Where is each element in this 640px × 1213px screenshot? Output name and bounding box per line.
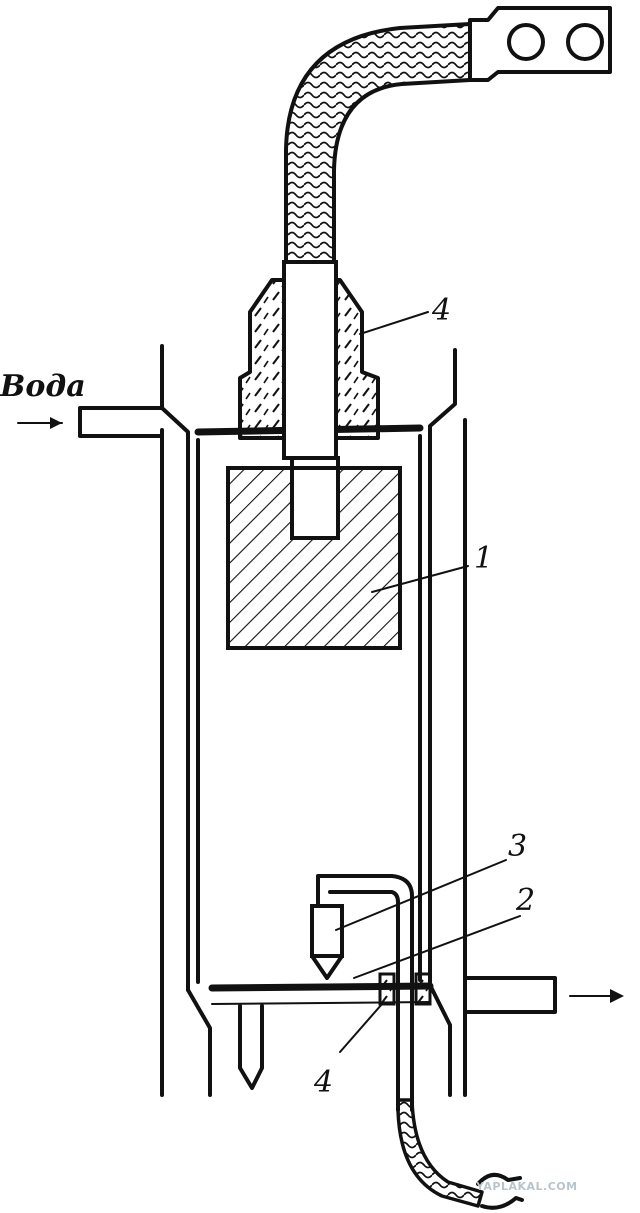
- rod-into-block: [290, 466, 340, 540]
- tip-electrode-body: [310, 904, 344, 958]
- label-inlet: Вода: [0, 369, 86, 404]
- leader-lines: [335, 311, 521, 1053]
- drain-stub: [238, 1004, 264, 1090]
- outlet-pipe: [463, 976, 557, 1014]
- top-terminal-lug: [468, 6, 612, 82]
- inlet-arrow: [17, 417, 63, 429]
- label-tip-electrode: 3: [508, 829, 527, 864]
- top-braided-cable: [284, 22, 472, 264]
- watermark-text: YAPLAKAL.COM: [475, 1180, 578, 1193]
- bottom-fork-terminal: [476, 1172, 524, 1210]
- inlet-pipe: [78, 406, 164, 438]
- bottom-braided-cable: [396, 1098, 484, 1208]
- electrode-rod: [282, 260, 338, 460]
- lug-hole-left: [507, 23, 545, 61]
- tip-electrode-assembly: [310, 874, 414, 1112]
- label-electrode-block: 1: [474, 541, 493, 576]
- tip-electrode-point: [310, 954, 344, 980]
- label-bottom-insulator: 4: [313, 1065, 333, 1100]
- vessel-body: [160, 344, 467, 1097]
- label-plate: 2: [515, 883, 535, 918]
- lug-hole-right: [566, 23, 604, 61]
- outlet-arrow: [569, 989, 624, 1003]
- label-top-insulator: 4: [431, 293, 451, 328]
- bottom-insulator: [378, 972, 432, 1006]
